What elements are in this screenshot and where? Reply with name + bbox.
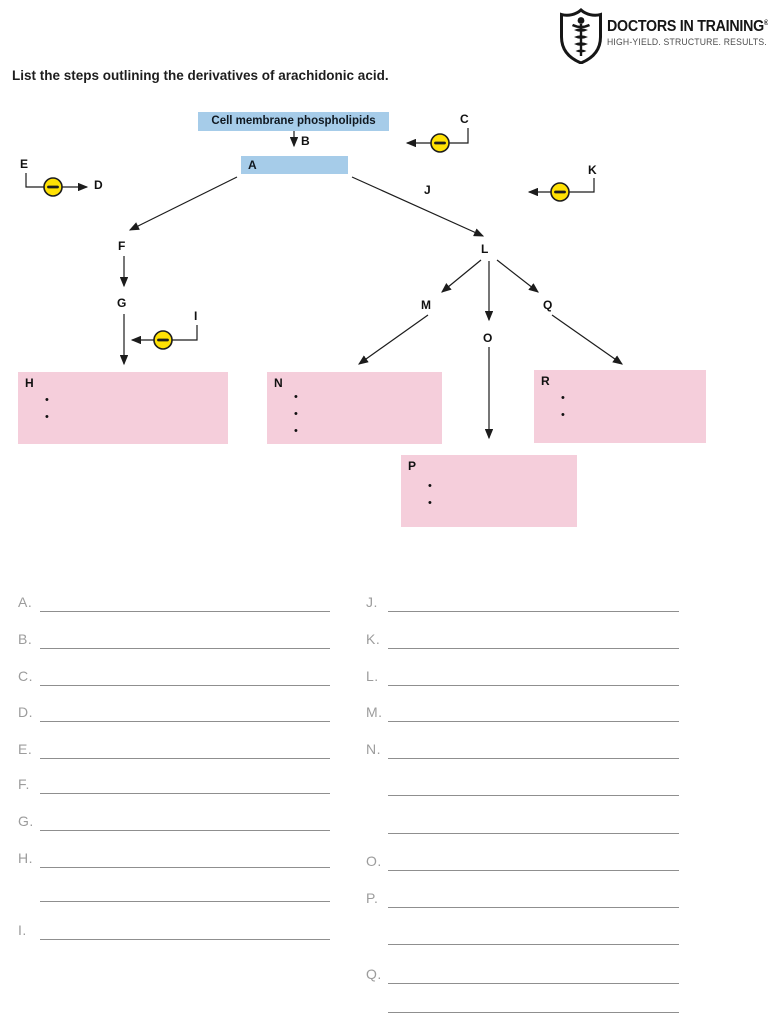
pink-box-n-bullets: • • • bbox=[294, 389, 442, 440]
answer-label-b: B. bbox=[18, 631, 33, 647]
answer-label-c: C. bbox=[18, 668, 33, 684]
label-i: I bbox=[194, 309, 198, 323]
answer-label-g: G. bbox=[18, 813, 34, 829]
answer-line-q-continued bbox=[388, 1012, 679, 1013]
answer-label-l: L. bbox=[366, 668, 379, 684]
dit-logo: DOCTORS IN TRAINING® HIGH-YIELD. STRUCTU… bbox=[545, 6, 768, 64]
pink-box-r: R • • bbox=[534, 370, 706, 443]
label-b: B bbox=[301, 134, 310, 148]
answer-line-a bbox=[40, 611, 330, 612]
answer-line-g bbox=[40, 830, 330, 831]
answer-line-p-continued bbox=[388, 944, 679, 945]
label-j: J bbox=[424, 183, 431, 197]
answer-line-e bbox=[40, 758, 330, 759]
arrow-a-to-f bbox=[128, 176, 238, 231]
pink-box-n: N • • • bbox=[267, 372, 442, 444]
label-g: G bbox=[117, 296, 127, 310]
answer-label-e: E. bbox=[18, 741, 33, 757]
answer-line-f bbox=[40, 793, 330, 794]
pink-box-h: H • • bbox=[18, 372, 228, 444]
bullet-icon: • bbox=[294, 391, 298, 403]
answer-label-h: H. bbox=[18, 850, 33, 866]
inhibitor-c-arrow bbox=[405, 128, 469, 148]
inhibitor-e-arrow bbox=[25, 173, 89, 192]
answer-line-d bbox=[40, 721, 330, 722]
box-a: A bbox=[241, 156, 348, 174]
answer-line-n-continued-1 bbox=[388, 795, 679, 796]
inhibition-icon-c bbox=[430, 133, 450, 153]
answer-line-i bbox=[40, 939, 330, 940]
answer-line-p bbox=[388, 907, 679, 908]
pink-box-h-label: H bbox=[25, 376, 34, 390]
answer-line-n bbox=[388, 758, 679, 759]
bullet-icon: • bbox=[45, 411, 49, 423]
label-q: Q bbox=[543, 298, 553, 312]
label-o: O bbox=[483, 331, 493, 345]
pink-box-n-label: N bbox=[274, 376, 283, 390]
worksheet-title: List the steps outlining the derivatives… bbox=[12, 68, 389, 83]
answer-label-k: K. bbox=[366, 631, 381, 647]
bullet-icon: • bbox=[294, 425, 298, 437]
bullet-icon: • bbox=[45, 394, 49, 406]
answer-line-k bbox=[388, 648, 679, 649]
brand-tagline: HIGH-YIELD. STRUCTURE. RESULTS. bbox=[607, 37, 767, 47]
brand-text: DOCTORS IN TRAINING bbox=[607, 18, 764, 35]
label-f: F bbox=[118, 239, 126, 253]
pink-box-p-bullets: • • bbox=[428, 478, 577, 512]
arrow-q-to-r bbox=[551, 314, 623, 365]
answer-line-q bbox=[388, 983, 679, 984]
bullet-icon: • bbox=[561, 409, 565, 421]
label-e: E bbox=[20, 157, 29, 171]
arrow-m-to-n bbox=[358, 314, 429, 365]
answer-line-h bbox=[40, 867, 330, 868]
pink-box-p: P • • bbox=[401, 455, 577, 527]
answer-line-n-continued-2 bbox=[388, 833, 679, 834]
answer-label-i: I. bbox=[18, 922, 27, 938]
label-c: C bbox=[460, 112, 469, 126]
bullet-icon: • bbox=[294, 408, 298, 420]
answer-label-a: A. bbox=[18, 594, 33, 610]
arrow-l-to-m bbox=[441, 259, 482, 293]
inhibition-icon-i bbox=[153, 330, 173, 350]
answer-label-d: D. bbox=[18, 704, 33, 720]
arrow-a-to-l bbox=[351, 176, 485, 237]
logo-shield-icon bbox=[560, 8, 602, 64]
root-box-cell-membrane-phospholipids: Cell membrane phospholipids bbox=[198, 112, 389, 131]
answer-label-f: F. bbox=[18, 776, 30, 792]
answer-line-m bbox=[388, 721, 679, 722]
label-m: M bbox=[421, 298, 431, 312]
answer-line-b bbox=[40, 648, 330, 649]
pink-box-p-label: P bbox=[408, 459, 417, 473]
bullet-icon: • bbox=[428, 480, 432, 492]
answer-line-l bbox=[388, 685, 679, 686]
answer-line-h-continued bbox=[40, 901, 330, 902]
answer-label-q: Q. bbox=[366, 966, 382, 982]
answer-label-o: O. bbox=[366, 853, 382, 869]
answer-line-j bbox=[388, 611, 679, 612]
brand-name: DOCTORS IN TRAINING® bbox=[607, 18, 768, 36]
answer-line-c bbox=[40, 685, 330, 686]
bullet-icon: • bbox=[428, 497, 432, 509]
answer-label-j: J. bbox=[366, 594, 378, 610]
arrow-l-to-q bbox=[496, 259, 539, 293]
answer-label-m: M. bbox=[366, 704, 383, 720]
inhibition-icon-k bbox=[550, 182, 570, 202]
answer-line-o bbox=[388, 870, 679, 871]
inhibition-icon-e bbox=[43, 177, 63, 197]
answer-label-p: P. bbox=[366, 890, 379, 906]
registered-mark: ® bbox=[763, 19, 768, 27]
pink-box-h-bullets: • • bbox=[45, 392, 228, 426]
label-d: D bbox=[94, 178, 103, 192]
label-l: L bbox=[481, 242, 489, 256]
bullet-icon: • bbox=[561, 392, 565, 404]
label-k: K bbox=[588, 163, 597, 177]
flowchart-arrows bbox=[25, 128, 623, 440]
pink-box-r-label: R bbox=[541, 374, 550, 388]
answer-label-n: N. bbox=[366, 741, 381, 757]
pink-box-r-bullets: • • bbox=[561, 390, 706, 424]
